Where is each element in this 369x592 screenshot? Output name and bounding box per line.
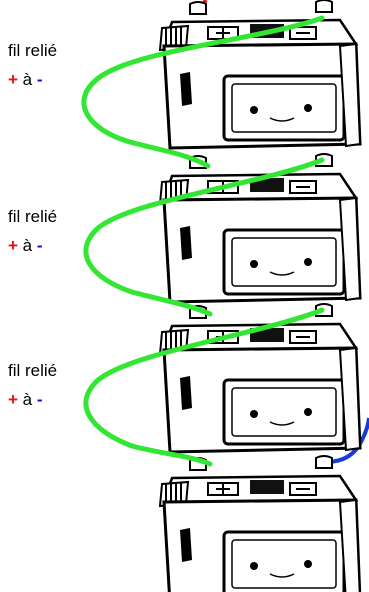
- wire-label-1: fil relié + à -: [8, 40, 57, 90]
- wire-label-2: fil relié + à -: [8, 206, 57, 256]
- label-caption: fil relié: [8, 361, 58, 380]
- minus-sign: -: [36, 236, 43, 255]
- label-caption: fil relié: [8, 41, 58, 60]
- connector-text: à: [17, 70, 37, 89]
- wire-label-3: fil relié + à -: [8, 360, 57, 410]
- battery-1: [158, 0, 362, 150]
- plus-sign: +: [8, 70, 18, 89]
- label-caption: fil relié: [8, 207, 58, 226]
- series-wire-3: [83, 307, 325, 467]
- minus-sign: -: [36, 70, 43, 89]
- series-wire-2: [83, 157, 325, 317]
- plus-sign: +: [8, 390, 18, 409]
- connector-text: à: [17, 390, 37, 409]
- plus-sign: +: [8, 236, 18, 255]
- battery-4: [158, 454, 362, 592]
- minus-sign: -: [36, 390, 43, 409]
- connector-text: à: [17, 236, 37, 255]
- series-wire-1: [81, 15, 325, 169]
- end-wire-negative: [325, 417, 369, 464]
